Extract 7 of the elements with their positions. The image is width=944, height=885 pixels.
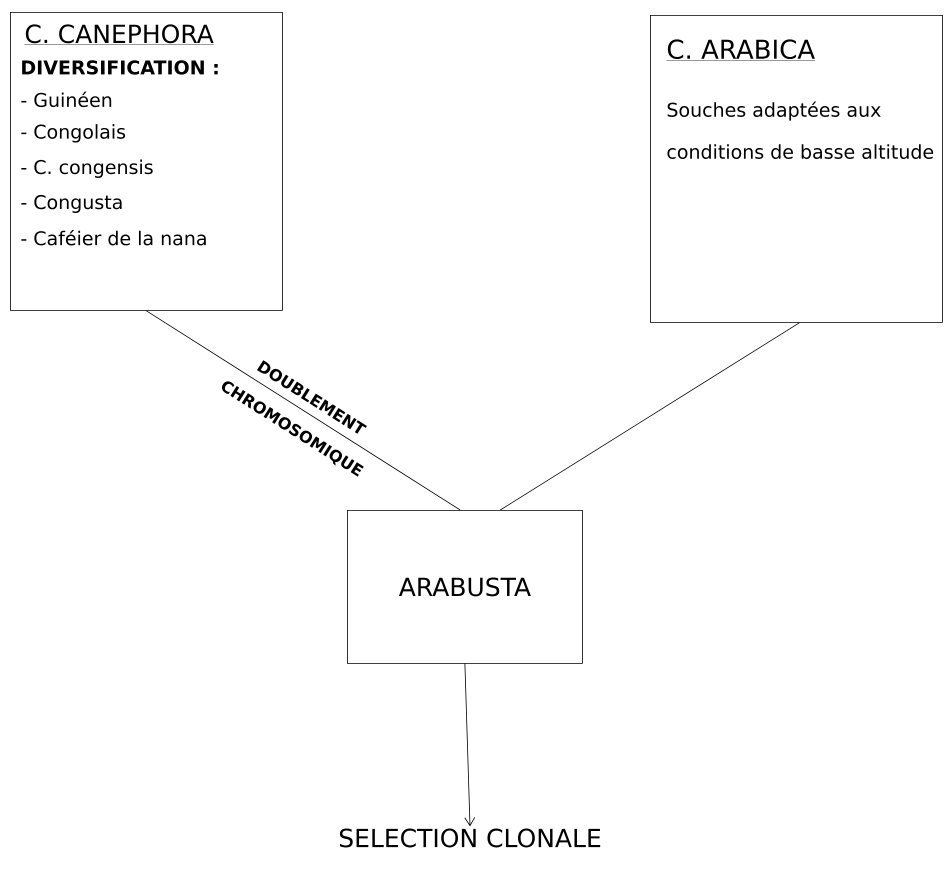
result-text: SELECTION CLONALE [340,828,600,848]
connector-line [146,310,461,510]
list-box: C. CANEPHORA DIVERSIFICATION : - Guinéen - Congolais - C. congensis - Congusta - Caféier de la nana [10,12,283,311]
arrow [464,663,476,826]
process-box: ARABUSTA [347,510,583,664]
connector-line [500,322,800,510]
text-box: C. ARABICA Souches adaptées aux conditions de basse altitude [650,15,943,323]
